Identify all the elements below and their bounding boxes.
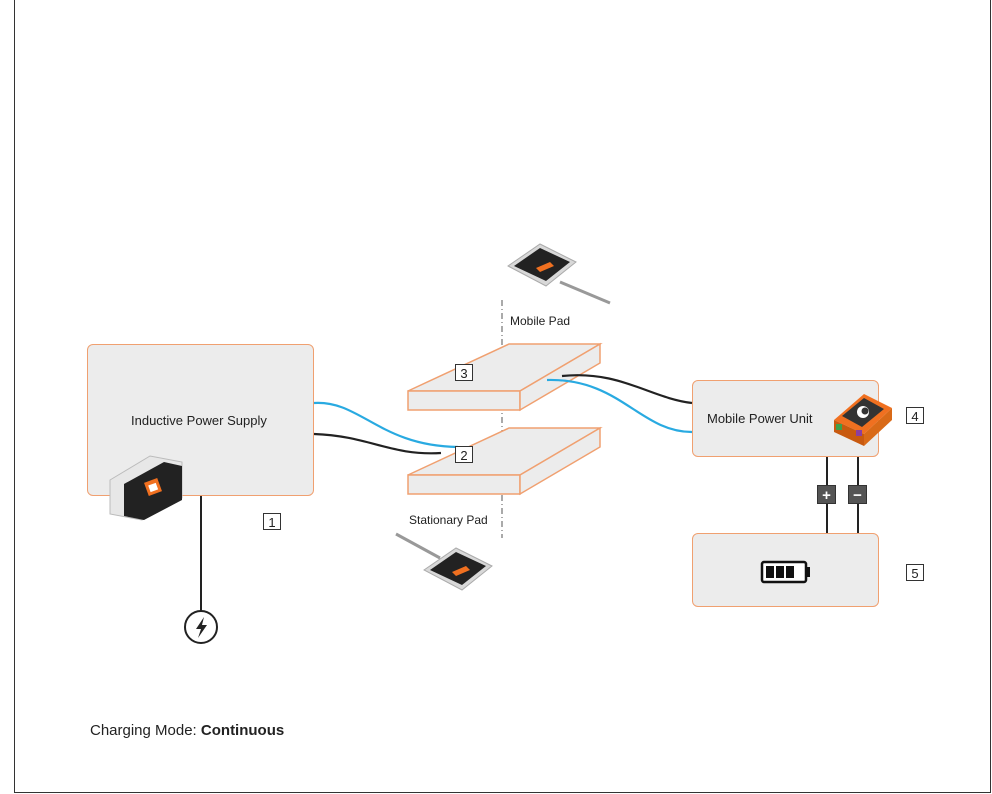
- cable-blue-mobile: [546, 378, 693, 434]
- charging-mode-value: Continuous: [200, 722, 285, 739]
- mobile-pad-label: Mobile Pad: [510, 314, 571, 328]
- power-supply-label: Inductive Power Supply: [131, 413, 267, 428]
- number-box-2: 2: [455, 446, 473, 463]
- stationary-pad-label: Stationary Pad: [409, 513, 488, 527]
- power-supply-device-icon: [109, 455, 183, 521]
- battery-icon: [760, 560, 810, 584]
- stationary-pad-slab: [407, 426, 603, 496]
- mobile-pad-slab: [407, 342, 603, 412]
- number-box-1: 1: [263, 513, 281, 530]
- number-box-5: 5: [906, 564, 924, 581]
- charging-mode-prefix: Charging Mode:: [90, 722, 201, 739]
- mobile-power-unit-device-icon: [834, 394, 892, 446]
- stationary-pad-device-icon: [395, 532, 493, 591]
- cable-black-supply: [313, 432, 442, 455]
- cable-black-mobile: [561, 374, 693, 405]
- mobile-power-unit-label: Mobile Power Unit: [707, 411, 813, 426]
- number-box-3: 3: [455, 364, 473, 381]
- positive-terminal-badge: +: [817, 485, 836, 504]
- charging-mode-text: Charging Mode: Continuous: [90, 722, 284, 739]
- power-bolt-icon: [184, 610, 218, 644]
- negative-terminal-badge: −: [848, 485, 867, 504]
- number-box-4: 4: [906, 407, 924, 424]
- mobile-pad-device-icon: [507, 243, 611, 305]
- cable-blue-supply: [313, 401, 459, 449]
